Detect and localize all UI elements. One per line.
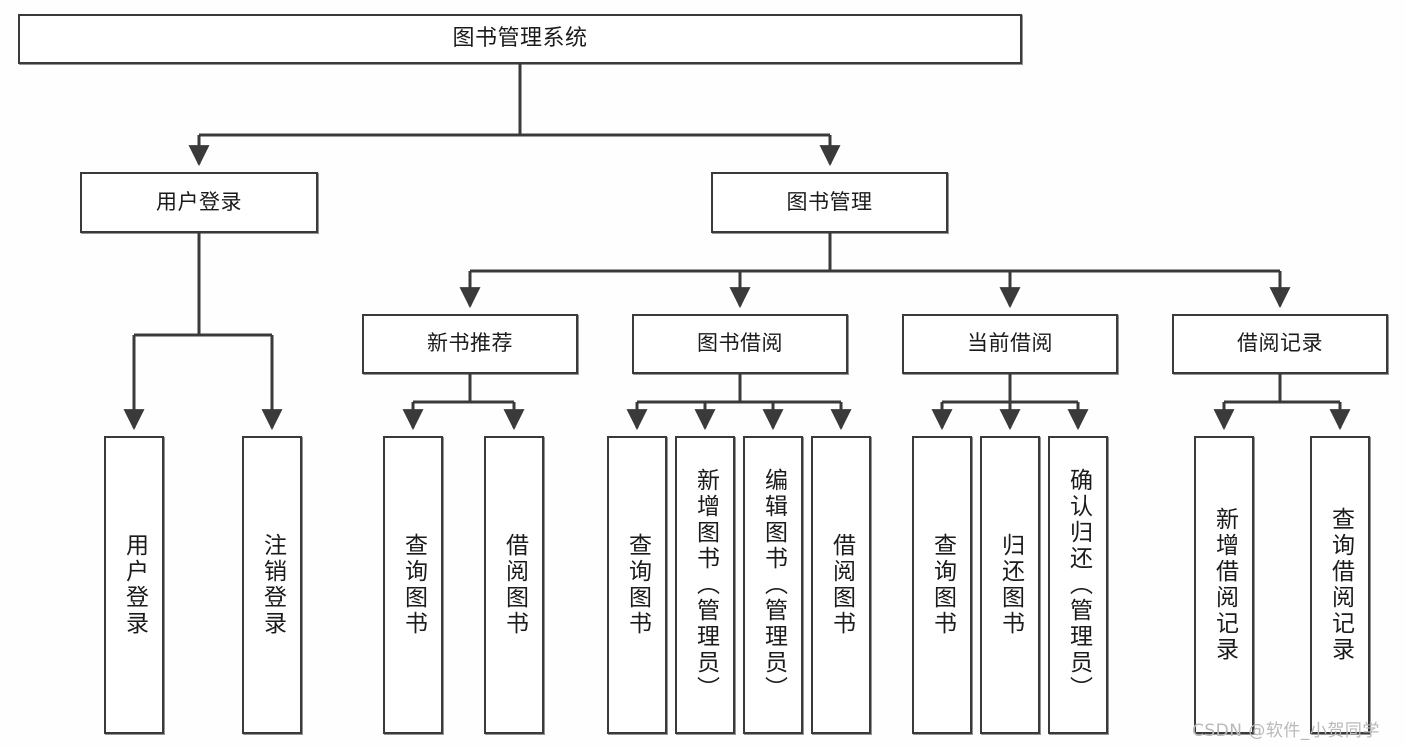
node-label: 归还图书 [997, 533, 1024, 637]
node-label: 图书借阅 [697, 331, 783, 356]
leaf-new-book-query[interactable]: 查询图书 [383, 436, 443, 734]
node-label: 查询图书 [400, 533, 427, 637]
leaf-user-login-login[interactable]: 用户登录 [104, 436, 164, 734]
leaf-current-return-book[interactable]: 归还图书 [980, 436, 1040, 734]
node-label: 查询图书 [929, 533, 956, 637]
leaf-borrow-query-book[interactable]: 查询图书 [607, 436, 667, 734]
node-label: 借阅图书 [501, 533, 528, 637]
node-label: 编辑图书（管理员） [760, 468, 787, 702]
leaf-user-login-logout[interactable]: 注销登录 [242, 436, 302, 734]
node-label: 用户登录 [156, 189, 242, 214]
node-user-login[interactable]: 用户登录 [80, 172, 318, 233]
node-label: 注销登录 [259, 533, 286, 637]
node-root-system[interactable]: 图书管理系统 [18, 14, 1022, 64]
node-label: 确认归还（管理员） [1065, 468, 1092, 702]
leaf-current-confirm-return-admin[interactable]: 确认归还（管理员） [1048, 436, 1108, 734]
leaf-record-query-record[interactable]: 查询借阅记录 [1310, 436, 1370, 734]
node-label: 新书推荐 [427, 331, 513, 356]
node-label: 查询图书 [624, 533, 651, 637]
watermark-csdn: CSDN @软件_小贺同学 [1192, 721, 1380, 741]
leaf-new-book-borrow[interactable]: 借阅图书 [484, 436, 544, 734]
node-label: 新增图书（管理员） [692, 468, 719, 702]
node-borrow-record[interactable]: 借阅记录 [1172, 314, 1388, 374]
node-label: 借阅图书 [828, 533, 855, 637]
node-label: 当前借阅 [967, 331, 1053, 356]
node-label: 查询借阅记录 [1327, 507, 1354, 663]
node-label: 图书管理系统 [452, 25, 588, 51]
node-book-management[interactable]: 图书管理 [711, 172, 948, 233]
leaf-borrow-add-book-admin[interactable]: 新增图书（管理员） [675, 436, 735, 734]
leaf-borrow-borrow-book[interactable]: 借阅图书 [811, 436, 871, 734]
leaf-borrow-edit-book-admin[interactable]: 编辑图书（管理员） [743, 436, 803, 734]
node-new-book-recommend[interactable]: 新书推荐 [362, 314, 578, 374]
node-label: 用户登录 [121, 533, 148, 637]
node-book-borrow[interactable]: 图书借阅 [632, 314, 848, 374]
leaf-current-query-book[interactable]: 查询图书 [912, 436, 972, 734]
node-label: 图书管理 [786, 189, 873, 214]
node-label: 借阅记录 [1237, 331, 1323, 356]
leaf-record-add-record[interactable]: 新增借阅记录 [1194, 436, 1254, 734]
node-current-borrow[interactable]: 当前借阅 [902, 314, 1118, 374]
node-label: 新增借阅记录 [1211, 507, 1238, 663]
